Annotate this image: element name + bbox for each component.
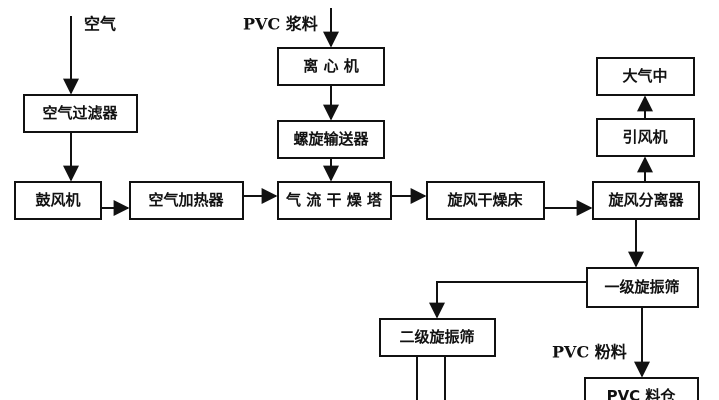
node-blower: 鼓风机: [14, 181, 102, 220]
node-cyclone-dryer-bed: 旋风干燥床: [426, 181, 545, 220]
node-air-filter-label: 空气过滤器: [42, 104, 118, 122]
node-pvc-silo: PVC 料仓: [584, 377, 699, 400]
node-cyclone-separator: 旋风分离器: [592, 181, 700, 220]
node-flash-dryer-label: 气 流 干 燥 塔: [285, 191, 383, 209]
node-atmosphere: 大气中: [596, 57, 695, 96]
node-air-heater: 空气加热器: [129, 181, 244, 220]
pvc-slurry-input-label: PVC 浆料: [243, 15, 318, 34]
air-input-label: 空气: [84, 15, 116, 34]
node-centrifuge-label: 离 心 机: [303, 57, 358, 75]
node-pvc-silo-label: PVC 料仓: [607, 387, 677, 400]
node-screw-conveyor-label: 螺旋输送器: [293, 130, 369, 148]
node-screw-conveyor: 螺旋输送器: [277, 120, 385, 159]
arrow-primary-to-secondary-screen: [429, 281, 587, 319]
node-air-heater-label: 空气加热器: [148, 191, 224, 209]
node-cyclone-separator-label: 旋风分离器: [607, 191, 684, 209]
pvc-powder-label: PVC 粉料: [552, 343, 627, 362]
node-primary-screen-label: 一级旋振筛: [604, 278, 679, 296]
node-secondary-screen-label: 二级旋振筛: [399, 328, 474, 346]
node-flash-dryer: 气 流 干 燥 塔: [277, 181, 392, 220]
node-cyclone-dryer-bed-label: 旋风干燥床: [446, 191, 523, 209]
node-centrifuge: 离 心 机: [277, 47, 385, 86]
node-induced-fan-label: 引风机: [622, 128, 667, 146]
node-primary-screen: 一级旋振筛: [586, 267, 699, 308]
node-blower-label: 鼓风机: [35, 191, 80, 209]
node-secondary-screen: 二级旋振筛: [379, 318, 496, 357]
node-atmosphere-label: 大气中: [622, 67, 667, 85]
node-induced-fan: 引风机: [596, 118, 695, 157]
node-air-filter: 空气过滤器: [23, 94, 138, 133]
